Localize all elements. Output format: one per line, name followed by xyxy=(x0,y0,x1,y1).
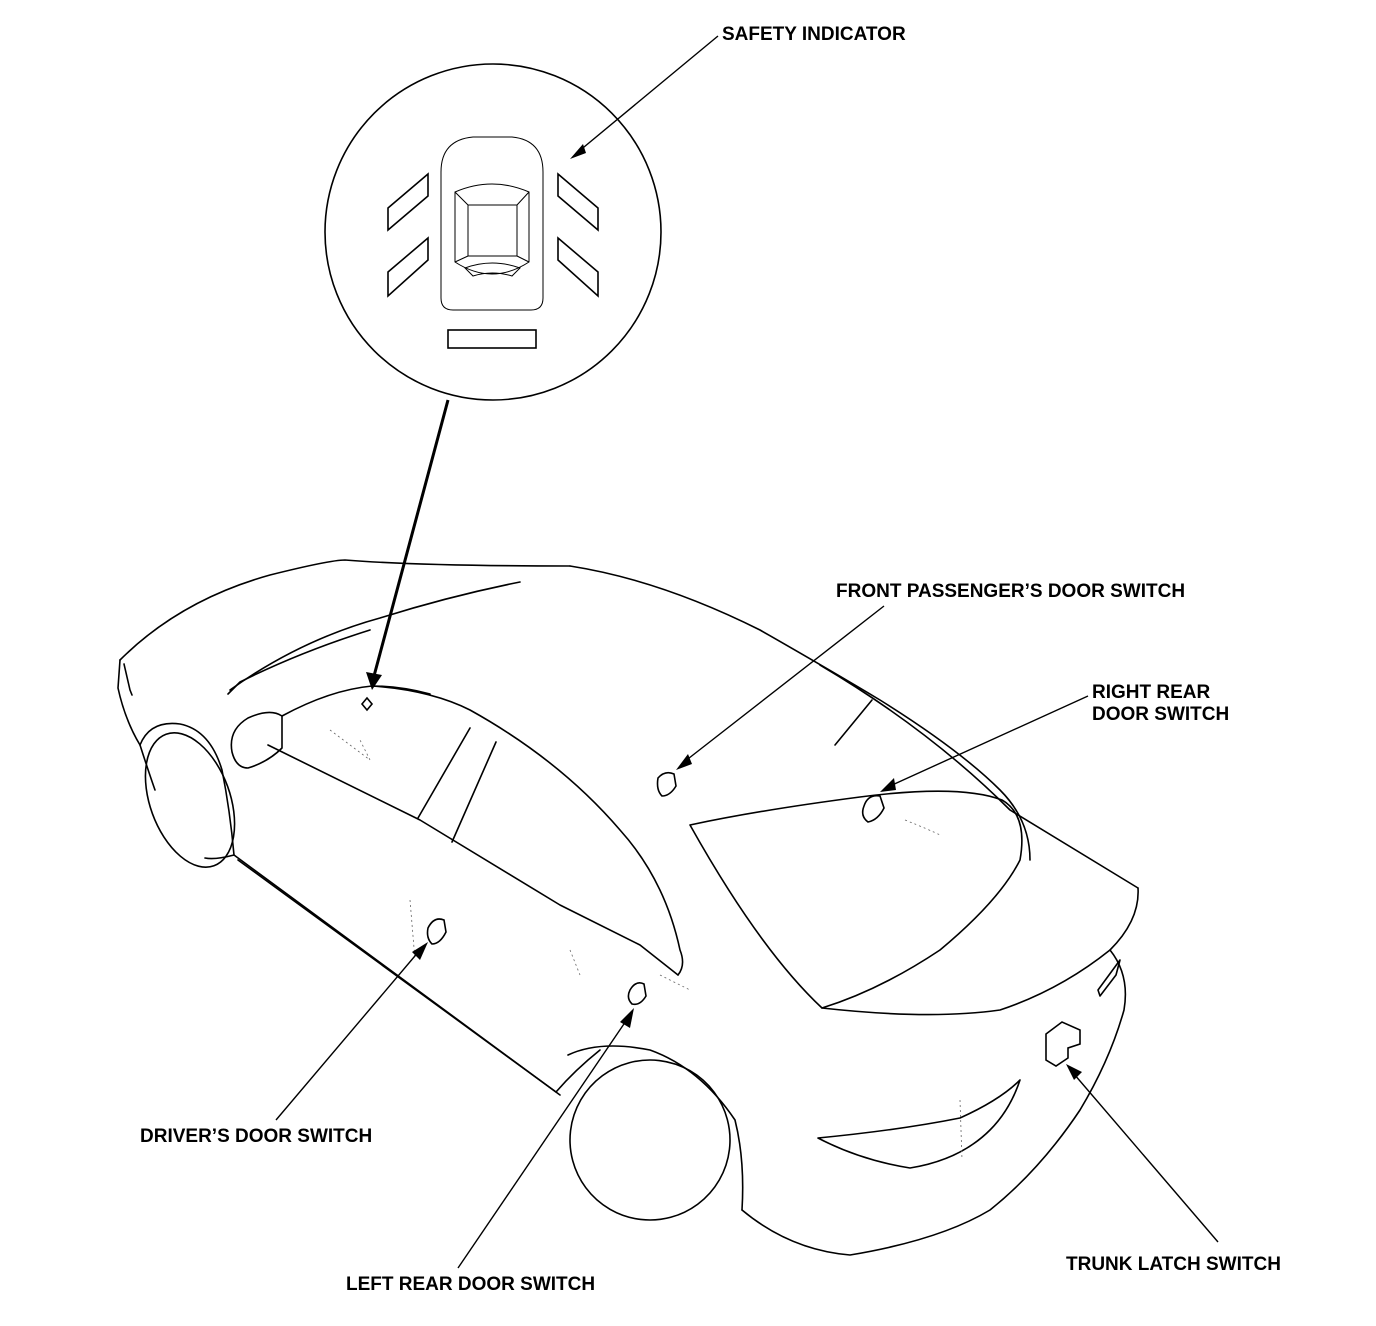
trunk-latch-switch-part xyxy=(1045,1021,1081,1067)
front-passenger-door-switch-label: FRONT PASSENGER’S DOOR SWITCH xyxy=(836,581,1185,602)
indicator-rear-right-door-lamp xyxy=(557,236,599,298)
rear-window xyxy=(689,790,1023,1009)
indicator-front-right-door-lamp xyxy=(557,172,599,232)
front-passenger-door-switch-part xyxy=(656,771,677,797)
rear-left-wheel xyxy=(569,1059,731,1221)
indicator-trunk-lamp xyxy=(447,329,537,349)
right-rear-door-switch-part xyxy=(861,794,885,823)
magnifier-circle xyxy=(324,63,662,401)
tail-light xyxy=(817,1079,1021,1169)
drivers-door-switch-part xyxy=(426,918,447,945)
left-rear-door-switch-part xyxy=(627,982,647,1006)
right-rear-door-switch-label-line2: DOOR SWITCH xyxy=(1092,704,1229,725)
safety-indicator-label: SAFETY INDICATOR xyxy=(722,24,906,45)
trunk-latch-switch-label: TRUNK LATCH SWITCH xyxy=(1066,1254,1281,1275)
right-rear-door-switch-label-line1: RIGHT REAR xyxy=(1092,682,1211,703)
car-body xyxy=(117,559,1139,1256)
safety-indicator-magnified-view xyxy=(324,63,662,401)
leader-lines xyxy=(275,35,1219,1269)
drivers-door-switch-label: DRIVER’S DOOR SWITCH xyxy=(140,1126,372,1147)
left-rear-door-switch-label: LEFT REAR DOOR SWITCH xyxy=(346,1274,595,1295)
side-mirror xyxy=(230,711,283,769)
front-left-wheel xyxy=(144,732,236,868)
indicator-rear-left-door-lamp xyxy=(387,236,429,298)
indicator-car-icon xyxy=(440,136,544,311)
indicator-front-left-door-lamp xyxy=(387,172,429,232)
safety-indicator-part xyxy=(360,696,374,712)
